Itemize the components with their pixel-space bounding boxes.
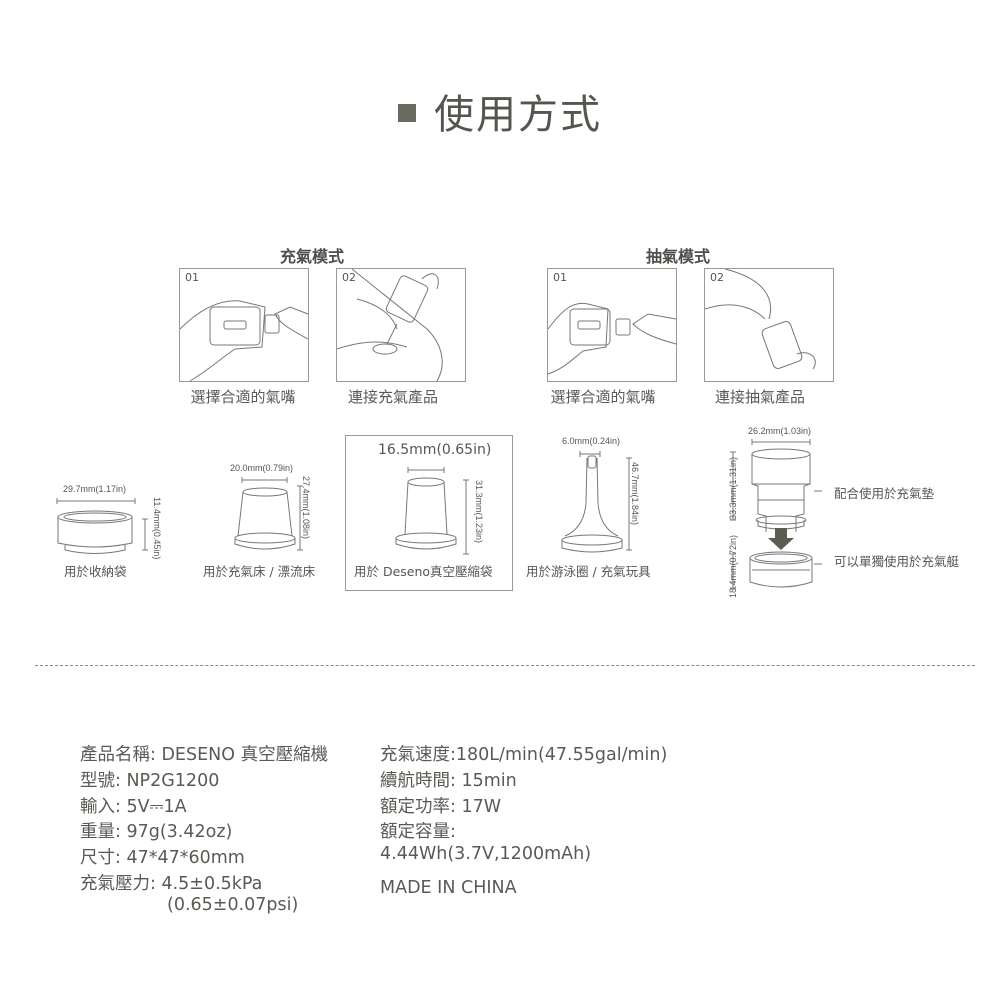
nozzle-5-width: 26.2mm(1.03in) bbox=[748, 426, 812, 436]
nozzle-1-width: 29.7mm(1.17in) bbox=[63, 484, 127, 494]
spec-capacity-label: 額定容量: bbox=[380, 822, 456, 842]
nozzle-4-width: 6.0mm(0.24in) bbox=[562, 436, 621, 446]
nozzle-1-caption: 用於收納袋 bbox=[64, 564, 127, 579]
connect-vacuum-bag-illustration bbox=[704, 268, 816, 370]
nozzle-3-caption: 用於 Deseno真空壓縮袋 bbox=[354, 564, 493, 579]
nozzle-1-drawing bbox=[56, 498, 148, 554]
spec-input: 輸入: 5V⎓1A bbox=[80, 797, 187, 817]
nozzle-3-height: 31.3mm(1.23in) bbox=[474, 480, 484, 544]
deflate-step-2-label: 連接抽氣產品 bbox=[714, 388, 805, 406]
nozzle-4-drawing bbox=[561, 451, 632, 553]
spec-pressure: 充氣壓力: 4.5±0.5kPa bbox=[80, 874, 263, 894]
page-title-text: 使用方式 bbox=[434, 92, 602, 138]
connect-inflatable-illustration bbox=[336, 268, 443, 382]
spec-runtime: 續航時間: 15min bbox=[380, 771, 517, 791]
nozzle-5-note-bottom: 可以單獨使用於充氣艇 bbox=[834, 554, 960, 569]
deflate-step-1: 01 bbox=[547, 268, 677, 382]
deflate-mode-heading: 抽氣模式 bbox=[646, 247, 711, 266]
inflate-mode-heading: 充氣模式 bbox=[280, 247, 345, 266]
nozzle-3-drawing bbox=[395, 467, 469, 555]
spec-inflation-speed: 充氣速度:180L/min(47.55gal/min) bbox=[380, 745, 668, 765]
spec-pressure-psi: (0.65±0.07psi) bbox=[167, 895, 299, 915]
nozzle-5-height-bottom: 18.4mm(0.72in) bbox=[728, 534, 738, 598]
spec-rated-power: 額定功率: 17W bbox=[380, 797, 502, 817]
deflate-step-1-label: 選擇合適的氣嘴 bbox=[550, 388, 656, 406]
hand-selecting-nozzle-illustration bbox=[179, 300, 309, 382]
inflate-step-1: 01 bbox=[179, 268, 309, 382]
spec-model: 型號: NP2G1200 bbox=[80, 771, 220, 791]
spec-weight: 重量: 97g(3.42oz) bbox=[80, 822, 233, 842]
spec-size: 尺寸: 47*47*60mm bbox=[80, 848, 245, 868]
section-divider bbox=[35, 665, 975, 666]
spec-origin: MADE IN CHINA bbox=[380, 878, 517, 898]
nozzle-2-caption: 用於充氣床 / 漂流床 bbox=[203, 564, 316, 579]
highlighted-nozzle-box bbox=[345, 435, 513, 591]
step-number: 02 bbox=[710, 271, 724, 284]
nozzle-2-height: 27.4mm(1.08in) bbox=[301, 476, 311, 540]
nozzle-3-width: 16.5mm(0.65in) bbox=[378, 442, 492, 458]
nozzle-5-note-top: 配合使用於充氣墊 bbox=[834, 486, 935, 501]
spec-product-name: 產品名稱: DESENO 真空壓縮機 bbox=[80, 745, 329, 765]
deflate-step-2: 02 bbox=[704, 268, 834, 382]
inflate-step-1-label: 選擇合適的氣嘴 bbox=[190, 388, 296, 406]
page-title: 使用方式 bbox=[0, 82, 1000, 140]
nozzle-4-caption: 用於游泳圈 / 充氣玩具 bbox=[526, 564, 651, 579]
hand-selecting-nozzle-illustration bbox=[547, 302, 677, 375]
inflate-step-2: 02 bbox=[336, 268, 466, 382]
nozzle-4-height: 46.7mm(1.84in) bbox=[630, 462, 640, 526]
nozzle-2-drawing bbox=[234, 477, 303, 551]
nozzle-5-height-top: 33.3mm(1.31in) bbox=[728, 456, 738, 520]
spec-capacity-value: 4.44Wh(3.7V,1200mAh) bbox=[380, 844, 592, 864]
inflate-step-2-label: 連接充氣產品 bbox=[347, 388, 438, 406]
square-bullet-icon bbox=[398, 104, 416, 122]
step-number: 01 bbox=[553, 271, 567, 284]
nozzle-5-drawing bbox=[730, 439, 822, 589]
nozzle-2-width: 20.0mm(0.79in) bbox=[230, 463, 294, 473]
step-number: 01 bbox=[185, 271, 199, 284]
step-number: 02 bbox=[342, 271, 356, 284]
